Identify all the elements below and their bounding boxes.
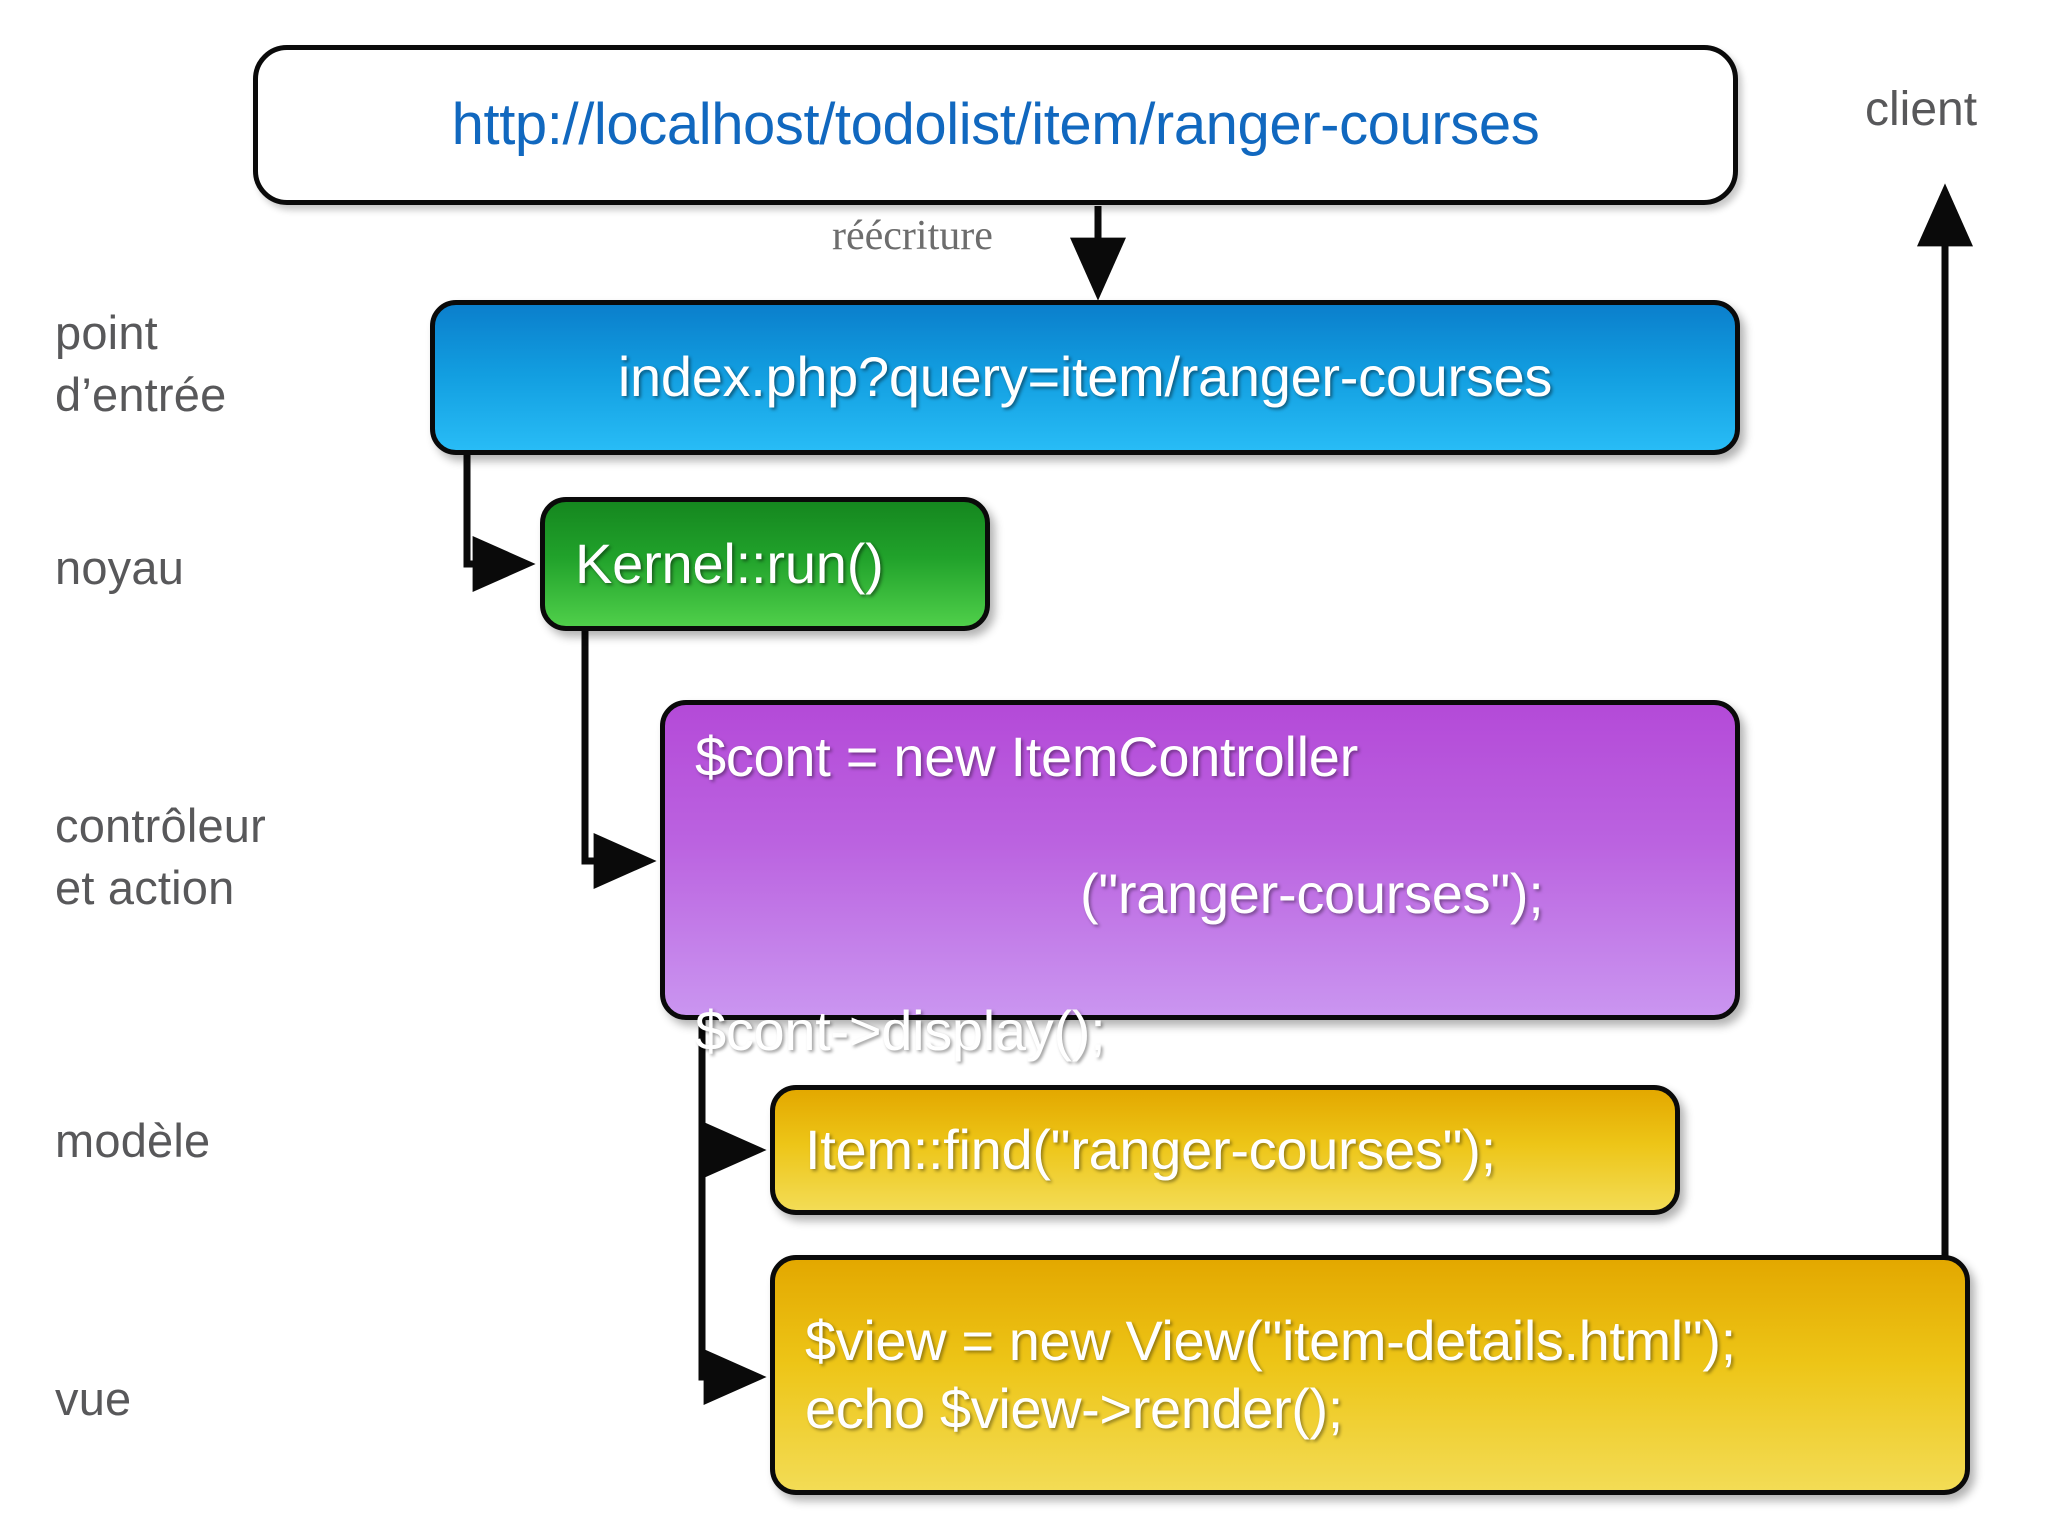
controller-text-block: $cont = new ItemController ("ranger-cour…: [695, 655, 1707, 1065]
rail-label-point-entree: point d’entrée: [55, 306, 227, 422]
client-label: client: [1865, 83, 1978, 136]
arrow-kernel-to-controller: [581, 631, 657, 889]
controller-line-3: $cont->display();: [695, 998, 1106, 1062]
url-text: http://localhost/todolist/item/ranger-co…: [451, 91, 1540, 157]
entry-point-text: index.php?query=item/ranger-courses: [617, 345, 1553, 409]
view-node[interactable]: $view = new View("item-details.html"); e…: [770, 1255, 1970, 1495]
kernel-text: Kernel::run(): [575, 531, 884, 595]
kernel-node[interactable]: Kernel::run(): [540, 497, 990, 631]
controller-node[interactable]: $cont = new ItemController ("ranger-cour…: [660, 700, 1740, 1062]
rail-label-vue: vue: [55, 1372, 132, 1425]
arrow-controller-to-view: [698, 1020, 767, 1405]
view-text: $view = new View("item-details.html"); e…: [805, 1308, 1736, 1440]
rail-label-modele: modèle: [55, 1114, 211, 1167]
url-bar-node[interactable]: http://localhost/todolist/item/ranger-co…: [253, 45, 1738, 205]
rail-label-noyau: noyau: [55, 541, 185, 594]
controller-line-2: ("ranger-courses");: [1080, 862, 1544, 925]
model-text: Item::find("ranger-courses");: [805, 1117, 1496, 1181]
model-node[interactable]: Item::find("ranger-courses");: [770, 1085, 1680, 1215]
arrow-entry-to-kernel: [463, 455, 536, 592]
rail-label-controleur: contrôleur et action: [55, 799, 266, 915]
controller-line-1: $cont = new ItemController: [695, 725, 1358, 789]
entry-point-node[interactable]: index.php?query=item/ranger-courses: [430, 300, 1740, 455]
rewrite-label: réécriture: [832, 213, 993, 259]
